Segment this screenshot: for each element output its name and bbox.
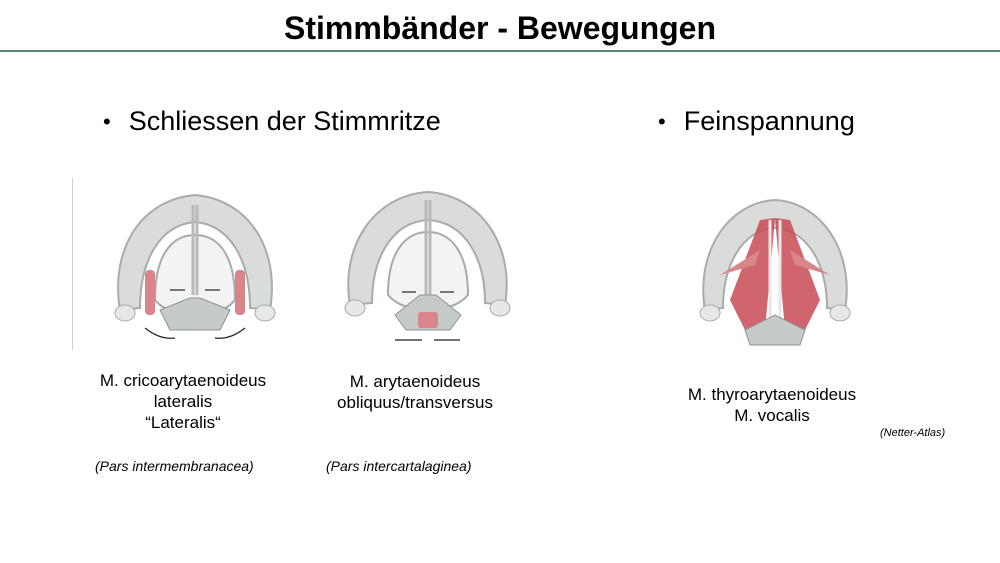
title-divider (0, 50, 1000, 52)
caption-line: M. arytaenoideus (349, 372, 481, 391)
bullet-schliessen: • Schliessen der Stimmritze (103, 106, 441, 137)
caption-line: M. thyroarytaenoideus (687, 385, 857, 404)
caption-line: M. vocalis (734, 406, 810, 425)
caption-line: M. cricoarytaenoideus (99, 371, 267, 390)
bullet-label: Schliessen der Stimmritze (128, 106, 441, 136)
caption-vocalis: M. thyroarytaenoideus M. vocalis (672, 384, 872, 426)
bullet-dot-icon: • (658, 108, 666, 134)
image-edge-line (72, 178, 73, 350)
bullet-dot-icon: • (103, 108, 111, 134)
source-credit: (Netter-Atlas) (880, 427, 946, 439)
caption-line: “Lateralis“ (145, 413, 221, 432)
note-pars-intercartalaginea: (Pars intercartalaginea) (326, 458, 472, 474)
caption-lateralis: M. cricoarytaenoideus lateralis “Lateral… (88, 370, 278, 433)
caption-line: lateralis (153, 392, 213, 411)
bullet-feinspannung: • Feinspannung (658, 106, 855, 137)
caption-line: obliquus/transversus (337, 393, 493, 412)
larynx-lateralis-illustration (114, 193, 276, 339)
larynx-vocalis-illustration (699, 198, 851, 346)
larynx-arytaenoideus-illustration (344, 190, 511, 341)
note-pars-intermembranacea: (Pars intermembranacea) (95, 458, 254, 474)
bullet-label: Feinspannung (683, 106, 855, 136)
slide-title: Stimmbänder - Bewegungen (283, 10, 717, 46)
caption-arytaenoideus: M. arytaenoideus obliquus/transversus (320, 371, 510, 413)
